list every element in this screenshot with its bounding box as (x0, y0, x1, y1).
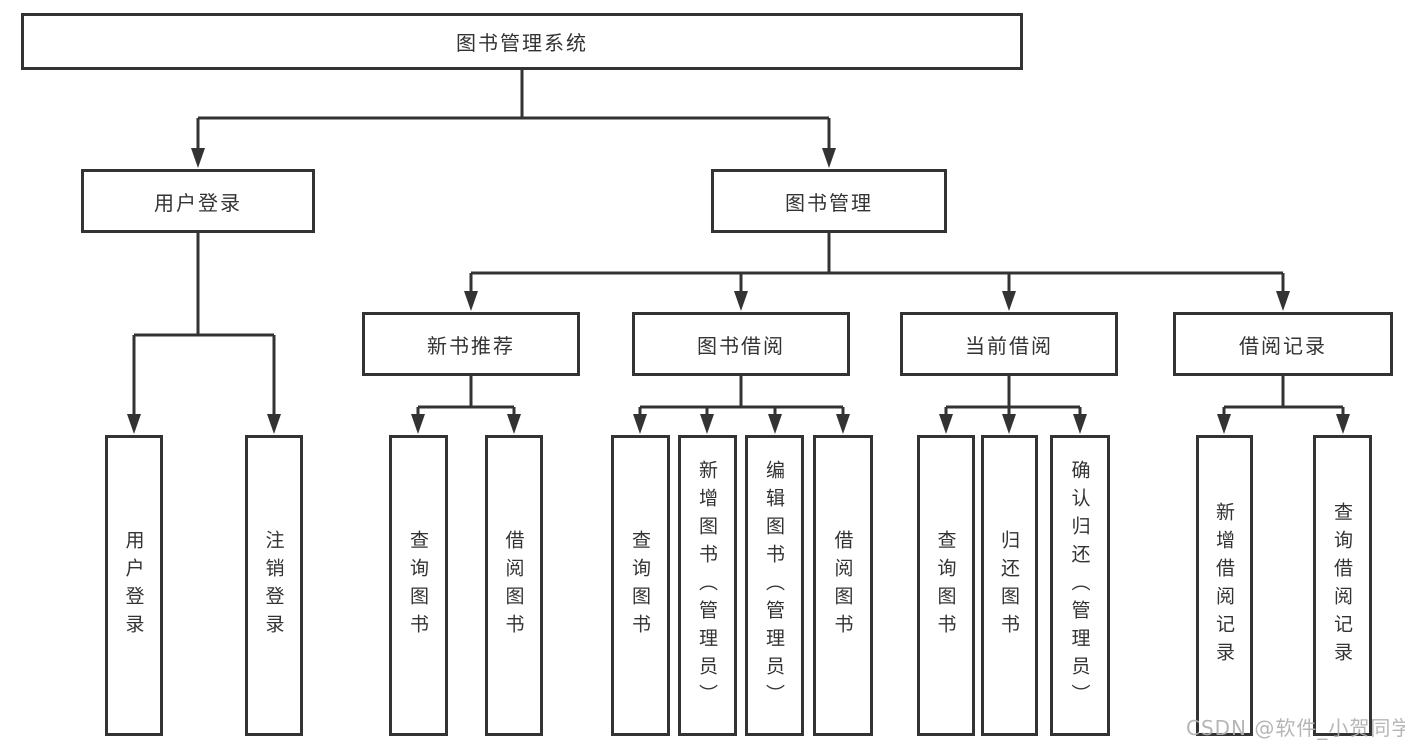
watermark-text: CSDN @软件_小贺同学 (1186, 716, 1405, 740)
leaf-add-borrow-record: 新增借阅记录 (1196, 435, 1253, 736)
leaf-query-borrow-record: 查询借阅记录 (1313, 435, 1372, 736)
leaf-query-books-recommend: 查询图书 (389, 435, 448, 736)
node-borrowing-records: 借阅记录 (1173, 312, 1393, 376)
node-current-borrowing: 当前借阅 (900, 312, 1118, 376)
leaf-return-books: 归还图书 (981, 435, 1038, 736)
leaf-query-books-current: 查询图书 (917, 435, 975, 736)
node-book-management: 图书管理 (711, 169, 947, 233)
leaf-add-books-admin: 新增图书（管理员） (678, 435, 737, 736)
leaf-edit-books-admin: 编辑图书（管理员） (745, 435, 804, 736)
node-new-book-recommendation: 新书推荐 (362, 312, 580, 376)
leaf-user-login: 用户登录 (105, 435, 163, 736)
leaf-borrow-books-recommend: 借阅图书 (485, 435, 543, 736)
node-book-borrowing: 图书借阅 (632, 312, 850, 376)
arrowhead-icons (127, 148, 1350, 434)
leaf-confirm-return-admin: 确认归还（管理员） (1050, 435, 1110, 736)
node-user-login: 用户登录 (81, 169, 315, 233)
leaf-query-books-borrowing: 查询图书 (611, 435, 670, 736)
leaf-logout: 注销登录 (245, 435, 303, 736)
leaf-borrow-books-borrowing: 借阅图书 (813, 435, 873, 736)
node-library-management-system: 图书管理系统 (21, 13, 1023, 70)
